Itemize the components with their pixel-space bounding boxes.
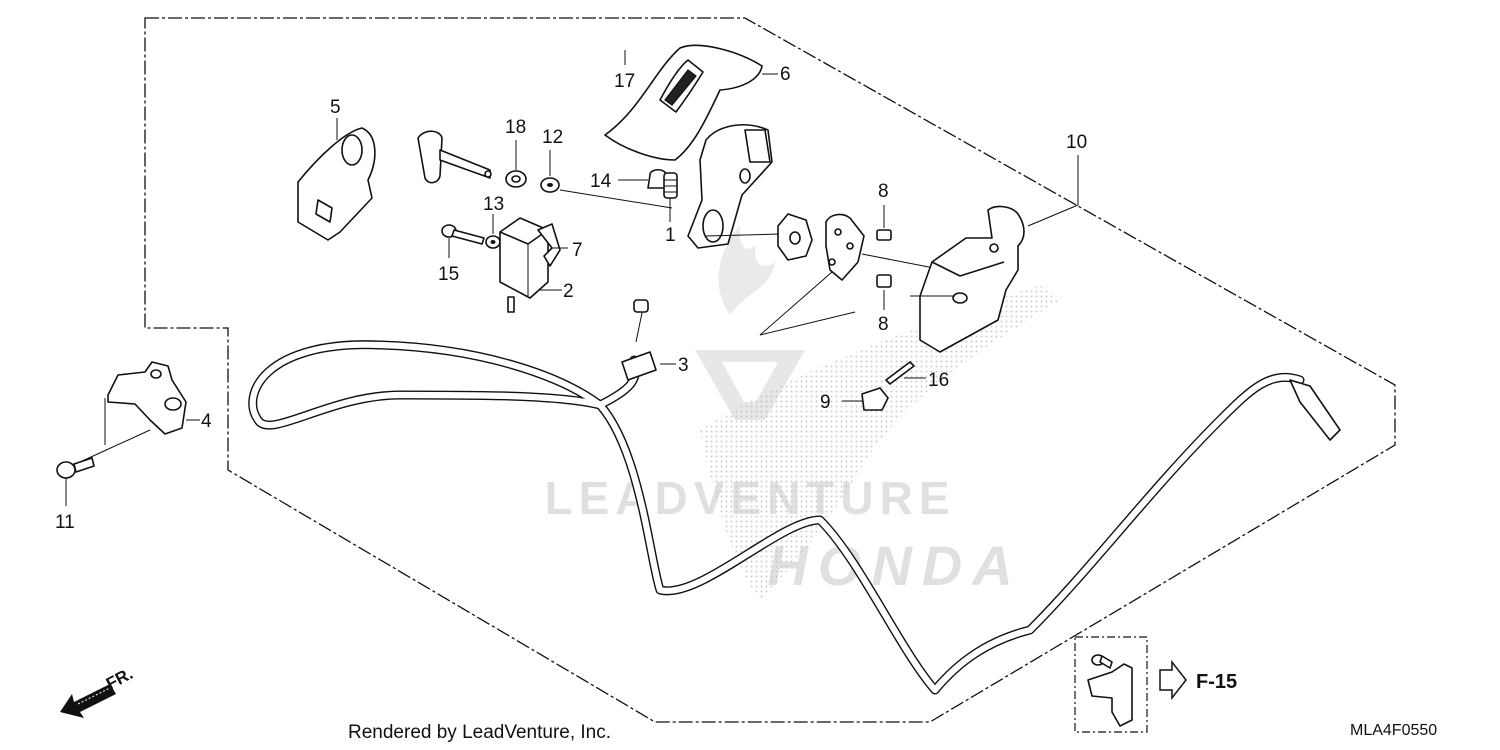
reference-arrow-icon <box>1159 659 1187 701</box>
watermark-text-honda: HONDA <box>767 534 1022 597</box>
part-cam-gear[interactable] <box>777 213 813 261</box>
part-10-housing[interactable] <box>910 155 1079 353</box>
callout-16: 16 <box>928 370 949 391</box>
callout-12: 12 <box>542 127 563 148</box>
part-9-nut[interactable] <box>842 387 889 411</box>
part-8-spring-upper[interactable] <box>876 205 892 241</box>
part-16-pin[interactable] <box>885 361 926 385</box>
assembly-leader-4 <box>861 253 935 269</box>
callout-3: 3 <box>678 355 689 376</box>
part-1-spring[interactable] <box>663 172 678 222</box>
callout-8b: 8 <box>878 314 889 335</box>
reference-label[interactable]: F-15 <box>1196 671 1237 693</box>
part-7-lever-handle[interactable] <box>417 130 492 184</box>
part-7-lever[interactable] <box>537 223 568 267</box>
callout-15: 15 <box>438 264 459 285</box>
assembly-boundary <box>144 17 1396 723</box>
watermark-text-leadventure: LEADVENTURE <box>544 472 955 524</box>
callout-6: 6 <box>780 64 791 85</box>
watermark-flame <box>718 225 775 315</box>
callout-1: 1 <box>665 225 676 246</box>
part-2-switch[interactable] <box>499 217 562 313</box>
part-1-lever-bracket[interactable] <box>687 124 781 249</box>
part-3-cable[interactable] <box>248 299 1341 695</box>
watermark-v-logo <box>695 350 805 420</box>
footer-credit: Rendered by LeadVenture, Inc. <box>348 722 611 743</box>
watermark-wing <box>700 285 1060 600</box>
callout-4: 4 <box>201 411 212 432</box>
callout-7: 7 <box>572 240 583 261</box>
callout-17: 17 <box>614 71 635 92</box>
part-cam-plate[interactable] <box>825 213 865 281</box>
diagram-code: MLA4F0550 <box>1350 722 1437 739</box>
part-15-bolt[interactable] <box>441 224 485 258</box>
callout-13: 13 <box>483 194 504 215</box>
assembly-leader-2 <box>759 271 833 336</box>
callout-18: 18 <box>505 117 526 138</box>
callout-8a: 8 <box>878 181 889 202</box>
front-arrow-icon <box>60 684 116 718</box>
watermark: LEADVENTURE HONDA <box>544 225 1060 600</box>
callout-2: 2 <box>563 281 574 302</box>
callout-11: 11 <box>55 512 75 533</box>
part-14-cap[interactable] <box>618 168 669 189</box>
callout-9: 9 <box>820 392 831 413</box>
part-5-cover[interactable] <box>297 118 376 241</box>
part-13-washer[interactable] <box>485 214 501 249</box>
callout-14: 14 <box>590 171 612 192</box>
part-11-bolt[interactable] <box>56 457 95 506</box>
part-8-spring-lower[interactable] <box>876 274 892 310</box>
part-17-pin[interactable] <box>607 42 647 65</box>
assembly-leader-1 <box>559 189 673 209</box>
callout-10: 10 <box>1066 132 1087 153</box>
part-12-washer[interactable] <box>540 150 560 193</box>
assembly-leader-3 <box>759 311 856 336</box>
callout-5: 5 <box>330 97 341 118</box>
part-6-lever-cover[interactable] <box>604 44 778 161</box>
part-4-bracket[interactable] <box>79 361 200 463</box>
reference-detail[interactable] <box>1074 636 1187 733</box>
part-18-clip[interactable] <box>505 140 527 188</box>
